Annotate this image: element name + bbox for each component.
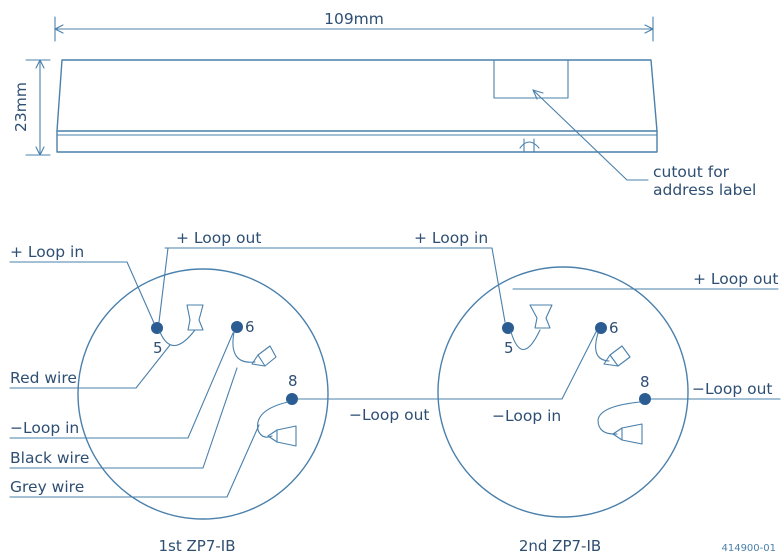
base-1-terminal-5-number: 5 — [153, 339, 163, 357]
base-body — [56, 59, 658, 132]
figure-code: 414900-01 — [721, 543, 776, 554]
base-1-minus-loop-out-label: −Loop out — [349, 406, 429, 424]
base-1-connector-red — [186, 304, 204, 331]
base-1-plus-loop-in-label: + Loop in — [10, 243, 84, 261]
base-2-connector-1 — [529, 304, 553, 329]
base-1-terminal-5 — [151, 322, 163, 334]
base-2-terminal-5-number: 5 — [504, 339, 514, 357]
base-1: 5 6 8 + Loop in + Loop out Red wire −Loo… — [9, 229, 429, 555]
base-side-view: 109mm 23mm cutout for address label — [12, 10, 756, 199]
plus-loop-interconnect — [267, 247, 506, 323]
base-2-plus-loop-in-label: + Loop in — [414, 229, 488, 247]
base-1-terminal-8-number: 8 — [288, 372, 298, 390]
base-2-terminal-8 — [639, 393, 651, 405]
base-1-title: 1st ZP7-IB — [159, 537, 236, 555]
base-1-plus-loop-in-leader — [9, 261, 155, 324]
cutout-label-line1: cutout for — [653, 163, 730, 181]
base-rim — [56, 130, 658, 153]
base-2: 5 6 8 + Loop in + Loop out −Loop in −Loo… — [414, 229, 781, 555]
base-1-connector-black — [251, 345, 277, 367]
interconnect-wiring — [267, 247, 597, 400]
base-2-outline — [437, 266, 689, 518]
base-2-minus-loop-out-label: −Loop out — [692, 380, 772, 398]
minus-loop-interconnect — [297, 331, 597, 400]
height-dimension: 23mm — [12, 82, 30, 132]
base-1-red-wire-leader — [9, 344, 171, 389]
base-1-black-wire-leader — [9, 367, 238, 469]
base-1-grey-wire-leader — [9, 424, 260, 498]
base-2-connector-2 — [603, 345, 631, 367]
base-2-plus-loop-out-label: + Loop out — [693, 270, 778, 288]
base-1-minus-loop-in-leader — [9, 332, 234, 439]
base-1-terminal-6 — [231, 321, 243, 333]
base-2-terminal-8-number: 8 — [640, 373, 650, 391]
width-dimension: 109mm — [324, 10, 384, 28]
base-1-terminal-8 — [286, 393, 298, 405]
base-1-minus-loop-in-label: −Loop in — [10, 419, 79, 437]
base-clip — [519, 138, 540, 153]
base-1-black-wire-label: Black wire — [10, 449, 89, 467]
base-2-terminal-6 — [595, 322, 607, 334]
base-2-title: 2nd ZP7-IB — [519, 537, 601, 555]
base-1-connector-grey — [267, 425, 297, 447]
base-1-plus-loop-out-leader — [158, 247, 169, 323]
base-1-red-wire-label: Red wire — [10, 369, 77, 387]
base-1-plus-loop-out-label: + Loop out — [176, 229, 261, 247]
base-1-outline — [77, 268, 329, 520]
base-1-terminal-6-number: 6 — [245, 318, 255, 336]
address-label-cutout — [493, 59, 569, 99]
base-2-minus-loop-in-label: −Loop in — [492, 407, 561, 425]
cutout-label-line2: address label — [653, 181, 756, 199]
base-1-grey-wire-label: Grey wire — [10, 478, 84, 496]
base-2-terminal-5 — [502, 322, 514, 334]
base-2-terminal-6-number: 6 — [609, 319, 619, 337]
